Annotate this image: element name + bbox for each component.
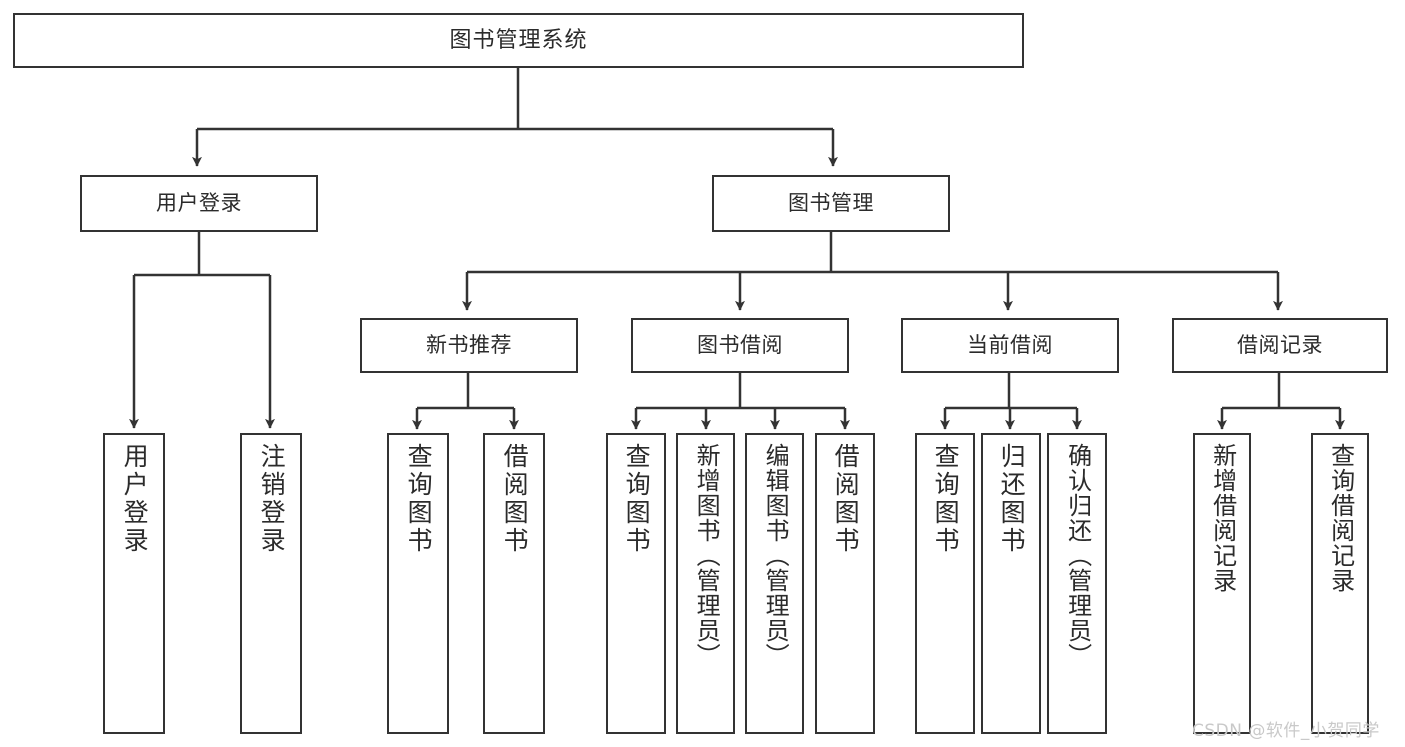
leaf-edit-book-label: 编辑图书（管理员）: [761, 443, 790, 668]
leaf-confirm-return[interactable]: 确认归还（管理员）: [1047, 433, 1107, 734]
node-book-borrow-label: 图书借阅: [697, 333, 783, 358]
leaf-query-book-3[interactable]: 查询图书: [915, 433, 975, 734]
leaf-return-book-label: 归还图书: [997, 443, 1027, 555]
leaf-edit-book[interactable]: 编辑图书（管理员）: [745, 433, 804, 734]
leaf-logout-login[interactable]: 注销登录: [240, 433, 302, 734]
node-user-login-label: 用户登录: [156, 191, 242, 216]
leaf-query-book-2[interactable]: 查询图书: [606, 433, 666, 734]
node-current-borrow-label: 当前借阅: [967, 333, 1053, 358]
node-borrow-record[interactable]: 借阅记录: [1172, 318, 1388, 373]
leaf-query-record-label: 查询借阅记录: [1326, 443, 1355, 593]
leaf-borrow-book-2[interactable]: 借阅图书: [815, 433, 875, 734]
leaf-query-book-2-label: 查询图书: [622, 443, 652, 555]
node-user-login[interactable]: 用户登录: [80, 175, 318, 232]
node-new-book-rec-label: 新书推荐: [426, 333, 512, 358]
node-borrow-record-label: 借阅记录: [1237, 333, 1323, 358]
leaf-add-record[interactable]: 新增借阅记录: [1193, 433, 1251, 734]
leaf-user-login-label: 用户登录: [120, 443, 150, 555]
leaf-user-login[interactable]: 用户登录: [103, 433, 165, 734]
leaf-borrow-book-1-label: 借阅图书: [500, 443, 530, 555]
leaf-query-record[interactable]: 查询借阅记录: [1311, 433, 1369, 734]
leaf-query-book-1-label: 查询图书: [404, 443, 434, 555]
leaf-return-book[interactable]: 归还图书: [981, 433, 1041, 734]
node-root[interactable]: 图书管理系统: [13, 13, 1024, 68]
leaf-add-book[interactable]: 新增图书（管理员）: [676, 433, 735, 734]
leaf-query-book-1[interactable]: 查询图书: [387, 433, 449, 734]
leaf-logout-login-label: 注销登录: [257, 443, 287, 555]
leaf-borrow-book-2-label: 借阅图书: [831, 443, 861, 555]
csdn-watermark: CSDN @软件_小贺同学: [1192, 721, 1380, 741]
leaf-add-record-label: 新增借阅记录: [1208, 443, 1237, 593]
leaf-confirm-return-label: 确认归还（管理员）: [1063, 443, 1092, 668]
node-book-manage[interactable]: 图书管理: [712, 175, 950, 232]
node-root-label: 图书管理系统: [449, 27, 588, 53]
leaf-query-book-3-label: 查询图书: [931, 443, 961, 555]
node-book-borrow[interactable]: 图书借阅: [631, 318, 849, 373]
leaf-borrow-book-1[interactable]: 借阅图书: [483, 433, 545, 734]
node-new-book-rec[interactable]: 新书推荐: [360, 318, 578, 373]
leaf-add-book-label: 新增图书（管理员）: [692, 443, 721, 668]
node-current-borrow[interactable]: 当前借阅: [901, 318, 1119, 373]
node-book-manage-label: 图书管理: [788, 191, 874, 216]
